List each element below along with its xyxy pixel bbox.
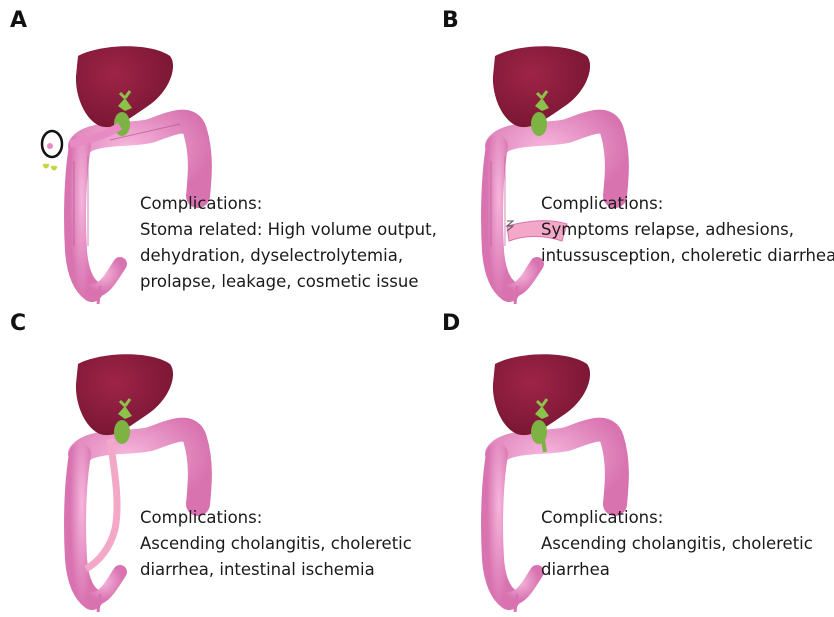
complications-label: Complications: xyxy=(541,505,813,531)
caption: Complications: Ascending cholangitis, ch… xyxy=(541,505,813,583)
caption-line: dehydration, dyselectrolytemia, xyxy=(140,243,437,269)
caption-line: diarrhea xyxy=(541,557,813,583)
caption-line: Symptoms relapse, adhesions, xyxy=(541,217,834,243)
caption: Complications: Ascending cholangitis, ch… xyxy=(140,505,412,583)
panel-label: A xyxy=(10,8,27,33)
caption: Complications: Stoma related: High volum… xyxy=(140,191,437,295)
caption-line: Ascending cholangitis, choleretic xyxy=(140,531,412,557)
caption: Complications: Symptoms relapse, adhesio… xyxy=(541,191,834,269)
panel-label: B xyxy=(442,8,459,33)
caption-line: prolapse, leakage, cosmetic issue xyxy=(140,269,437,295)
complications-label: Complications: xyxy=(140,191,437,217)
panel-d: D Complications: Ascending cholangitis, … xyxy=(417,308,834,616)
complications-label: Complications: xyxy=(140,505,412,531)
caption-line: Stoma related: High volume output, xyxy=(140,217,437,243)
caption-line: diarrhea, intestinal ischemia xyxy=(140,557,412,583)
panel-a: A Complications: Stoma related: High vol… xyxy=(0,0,417,308)
panel-c: C Complications: Ascending cholangitis, … xyxy=(0,308,417,616)
complications-label: Complications: xyxy=(541,191,834,217)
caption-line: intussusception, choleretic diarrhea xyxy=(541,243,834,269)
panel-label: D xyxy=(442,311,460,336)
panel-b: B Complications: Symptoms relapse, adhes… xyxy=(417,0,834,308)
panel-label: C xyxy=(10,311,26,336)
caption-line: Ascending cholangitis, choleretic xyxy=(541,531,813,557)
